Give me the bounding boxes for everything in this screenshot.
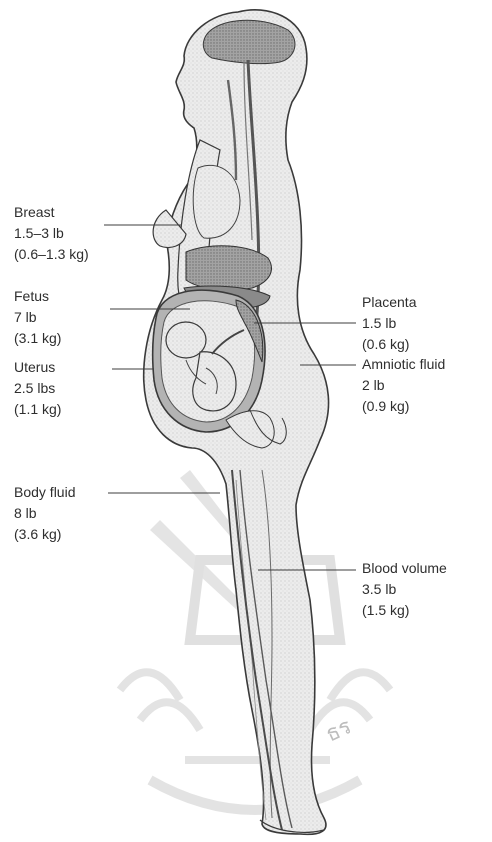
- label-breast: Breast 1.5–3 lb (0.6–1.3 kg): [14, 202, 89, 265]
- amniotic-fluid-weight-kg: (0.9 kg): [362, 396, 445, 417]
- label-body-fluid: Body fluid 8 lb (3.6 kg): [14, 482, 75, 545]
- placenta-name: Placenta: [362, 292, 416, 313]
- uterus-name: Uterus: [14, 357, 61, 378]
- uterus-weight-lb: 2.5 lbs: [14, 378, 61, 399]
- watermark-letters: ธร: [322, 714, 356, 747]
- body-fluid-name: Body fluid: [14, 482, 75, 503]
- fetus-weight-kg: (3.1 kg): [14, 328, 61, 349]
- placenta-weight-lb: 1.5 lb: [362, 313, 416, 334]
- blood-volume-name: Blood volume: [362, 558, 447, 579]
- amniotic-fluid-name: Amniotic fluid: [362, 354, 445, 375]
- label-uterus: Uterus 2.5 lbs (1.1 kg): [14, 357, 61, 420]
- blood-volume-weight-kg: (1.5 kg): [362, 600, 447, 621]
- fetus-weight-lb: 7 lb: [14, 307, 61, 328]
- label-fetus: Fetus 7 lb (3.1 kg): [14, 286, 61, 349]
- label-amniotic-fluid: Amniotic fluid 2 lb (0.9 kg): [362, 354, 445, 417]
- label-blood-volume: Blood volume 3.5 lb (1.5 kg): [362, 558, 447, 621]
- breast-name: Breast: [14, 202, 89, 223]
- blood-volume-weight-lb: 3.5 lb: [362, 579, 447, 600]
- body-fluid-weight-lb: 8 lb: [14, 503, 75, 524]
- brain: [203, 20, 295, 63]
- breast-weight-lb: 1.5–3 lb: [14, 223, 89, 244]
- amniotic-fluid-weight-lb: 2 lb: [362, 375, 445, 396]
- body-fluid-weight-kg: (3.6 kg): [14, 524, 75, 545]
- breast-weight-kg: (0.6–1.3 kg): [14, 244, 89, 265]
- upper-abdomen-organs: [186, 246, 271, 290]
- placenta-weight-kg: (0.6 kg): [362, 334, 416, 355]
- uterus-weight-kg: (1.1 kg): [14, 399, 61, 420]
- fetus-name: Fetus: [14, 286, 61, 307]
- label-placenta: Placenta 1.5 lb (0.6 kg): [362, 292, 416, 355]
